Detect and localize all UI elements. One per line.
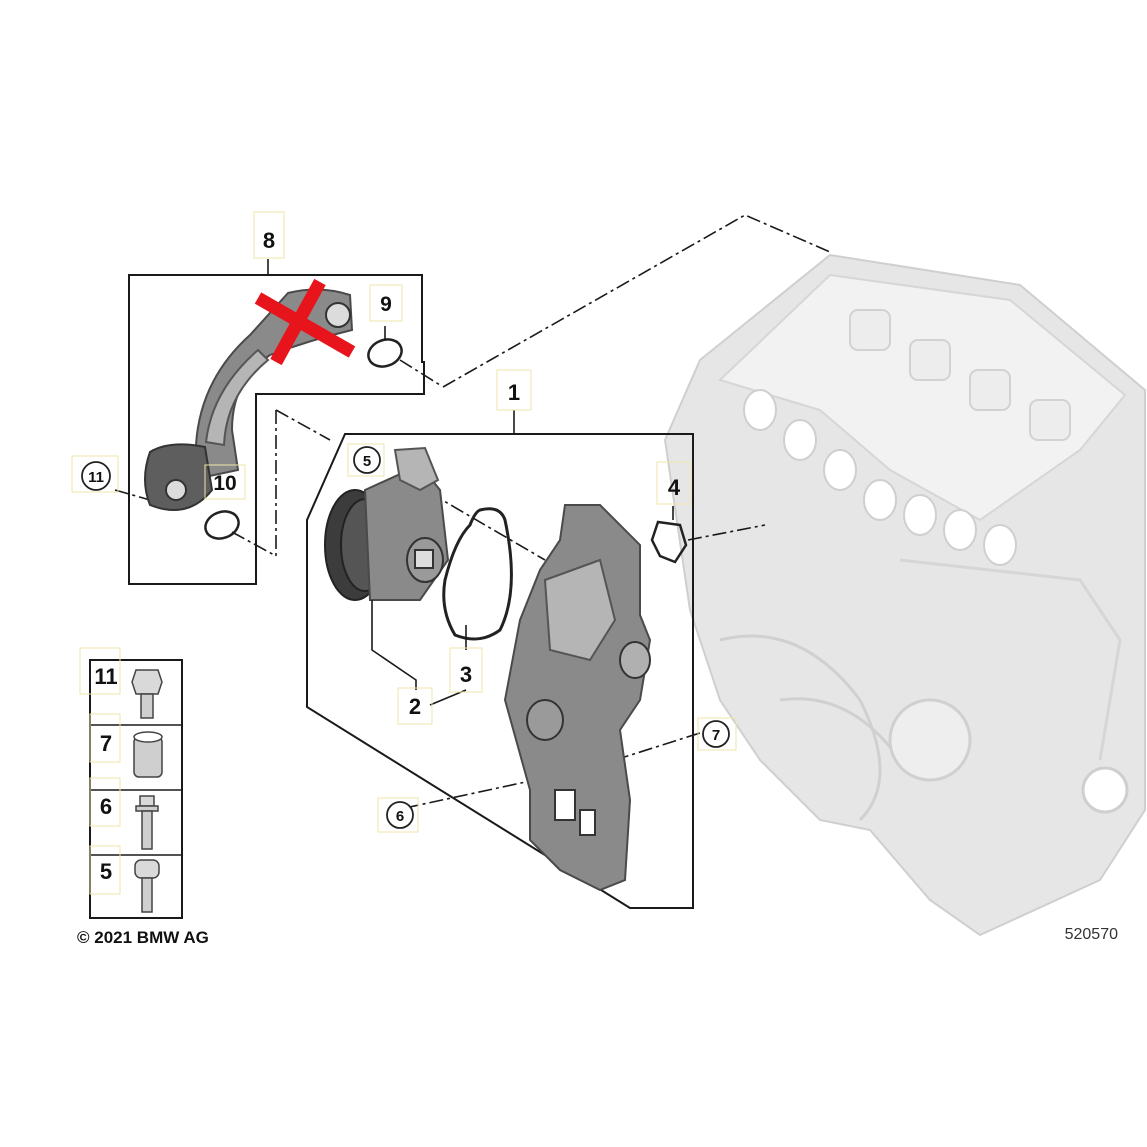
callouts: 8 9 10 11 1 5 4 3 2 7 6 — [71, 211, 737, 833]
legend-label-6: 6 — [100, 794, 112, 819]
callout-7: 7 — [712, 727, 720, 744]
copyright-notice: © 2021 BMW AG — [77, 928, 209, 947]
legend-label-7: 7 — [100, 731, 112, 756]
callout-4: 4 — [668, 475, 681, 500]
o-ring-part-10 — [204, 510, 240, 540]
engine-block-illustration — [663, 253, 1146, 937]
flange-bolt-icon — [135, 795, 159, 850]
o-ring-part-9 — [367, 338, 403, 368]
hex-bolt-icon — [131, 669, 163, 719]
callout-3: 3 — [460, 662, 472, 687]
cross-mark-icon — [254, 278, 356, 366]
callout-1: 1 — [508, 380, 520, 405]
coolant-pipe-part-8 — [144, 278, 356, 511]
legend-label-11: 11 — [94, 664, 117, 689]
gasket-part-4 — [650, 520, 688, 564]
gasket-part-3 — [442, 507, 513, 641]
callout-10: 10 — [213, 472, 236, 495]
assembly-frames — [128, 274, 694, 909]
callout-9: 9 — [380, 293, 392, 316]
torx-bolt-icon — [134, 859, 160, 913]
dowel-sleeve-icon — [133, 731, 163, 778]
water-pump-part-2 — [324, 446, 450, 601]
callout-2: 2 — [409, 694, 421, 719]
callout-8: 8 — [263, 228, 275, 253]
callout-5: 5 — [363, 453, 371, 470]
callout-11: 11 — [88, 469, 104, 486]
diagram-number: 520570 — [1065, 926, 1118, 943]
callout-6: 6 — [396, 808, 404, 825]
legend-label-5: 5 — [100, 859, 112, 884]
pump-housing-part-1 — [503, 504, 652, 892]
fastener-legend: 11 7 6 5 — [79, 647, 183, 919]
